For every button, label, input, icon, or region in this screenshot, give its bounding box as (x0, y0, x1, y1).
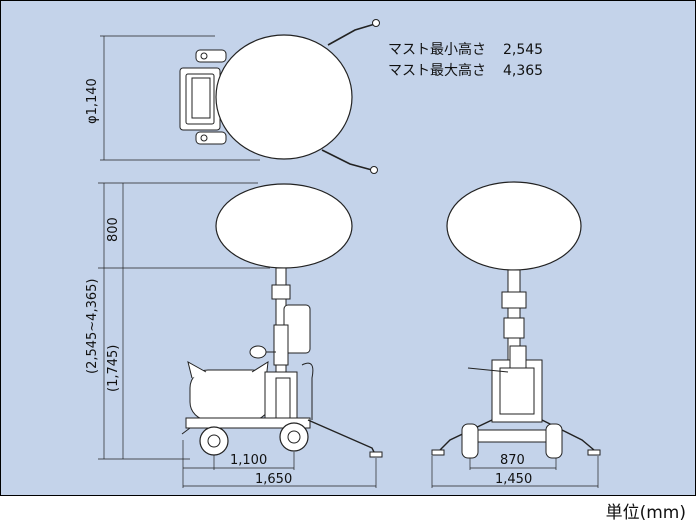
side-view (98, 182, 383, 488)
side-length-label: 1,650 (255, 472, 292, 487)
diameter-label: φ1,140 (85, 78, 100, 124)
side-wheelbase-label: 1,100 (230, 453, 267, 468)
mast-min-label: マスト最小高さ (388, 41, 486, 58)
mast-max-value: 4,365 (503, 63, 543, 79)
mast-base-height-label: (1,745) (106, 345, 121, 392)
labels: マスト最小高さ 2,545 マスト最大高さ 4,365 φ1,140 800 (… (85, 41, 543, 487)
mast-max-label: マスト最大高さ (388, 62, 486, 79)
top-view (100, 19, 380, 174)
front-view (431, 181, 601, 488)
total-height-range-label: (2,545~4,365) (85, 279, 100, 374)
mast-min-value: 2,545 (503, 42, 543, 58)
front-track-label: 870 (500, 453, 525, 468)
front-width-label: 1,450 (495, 472, 532, 487)
balloon-height-label: 800 (106, 217, 121, 242)
unit-label: 単位(mm) (605, 503, 686, 523)
